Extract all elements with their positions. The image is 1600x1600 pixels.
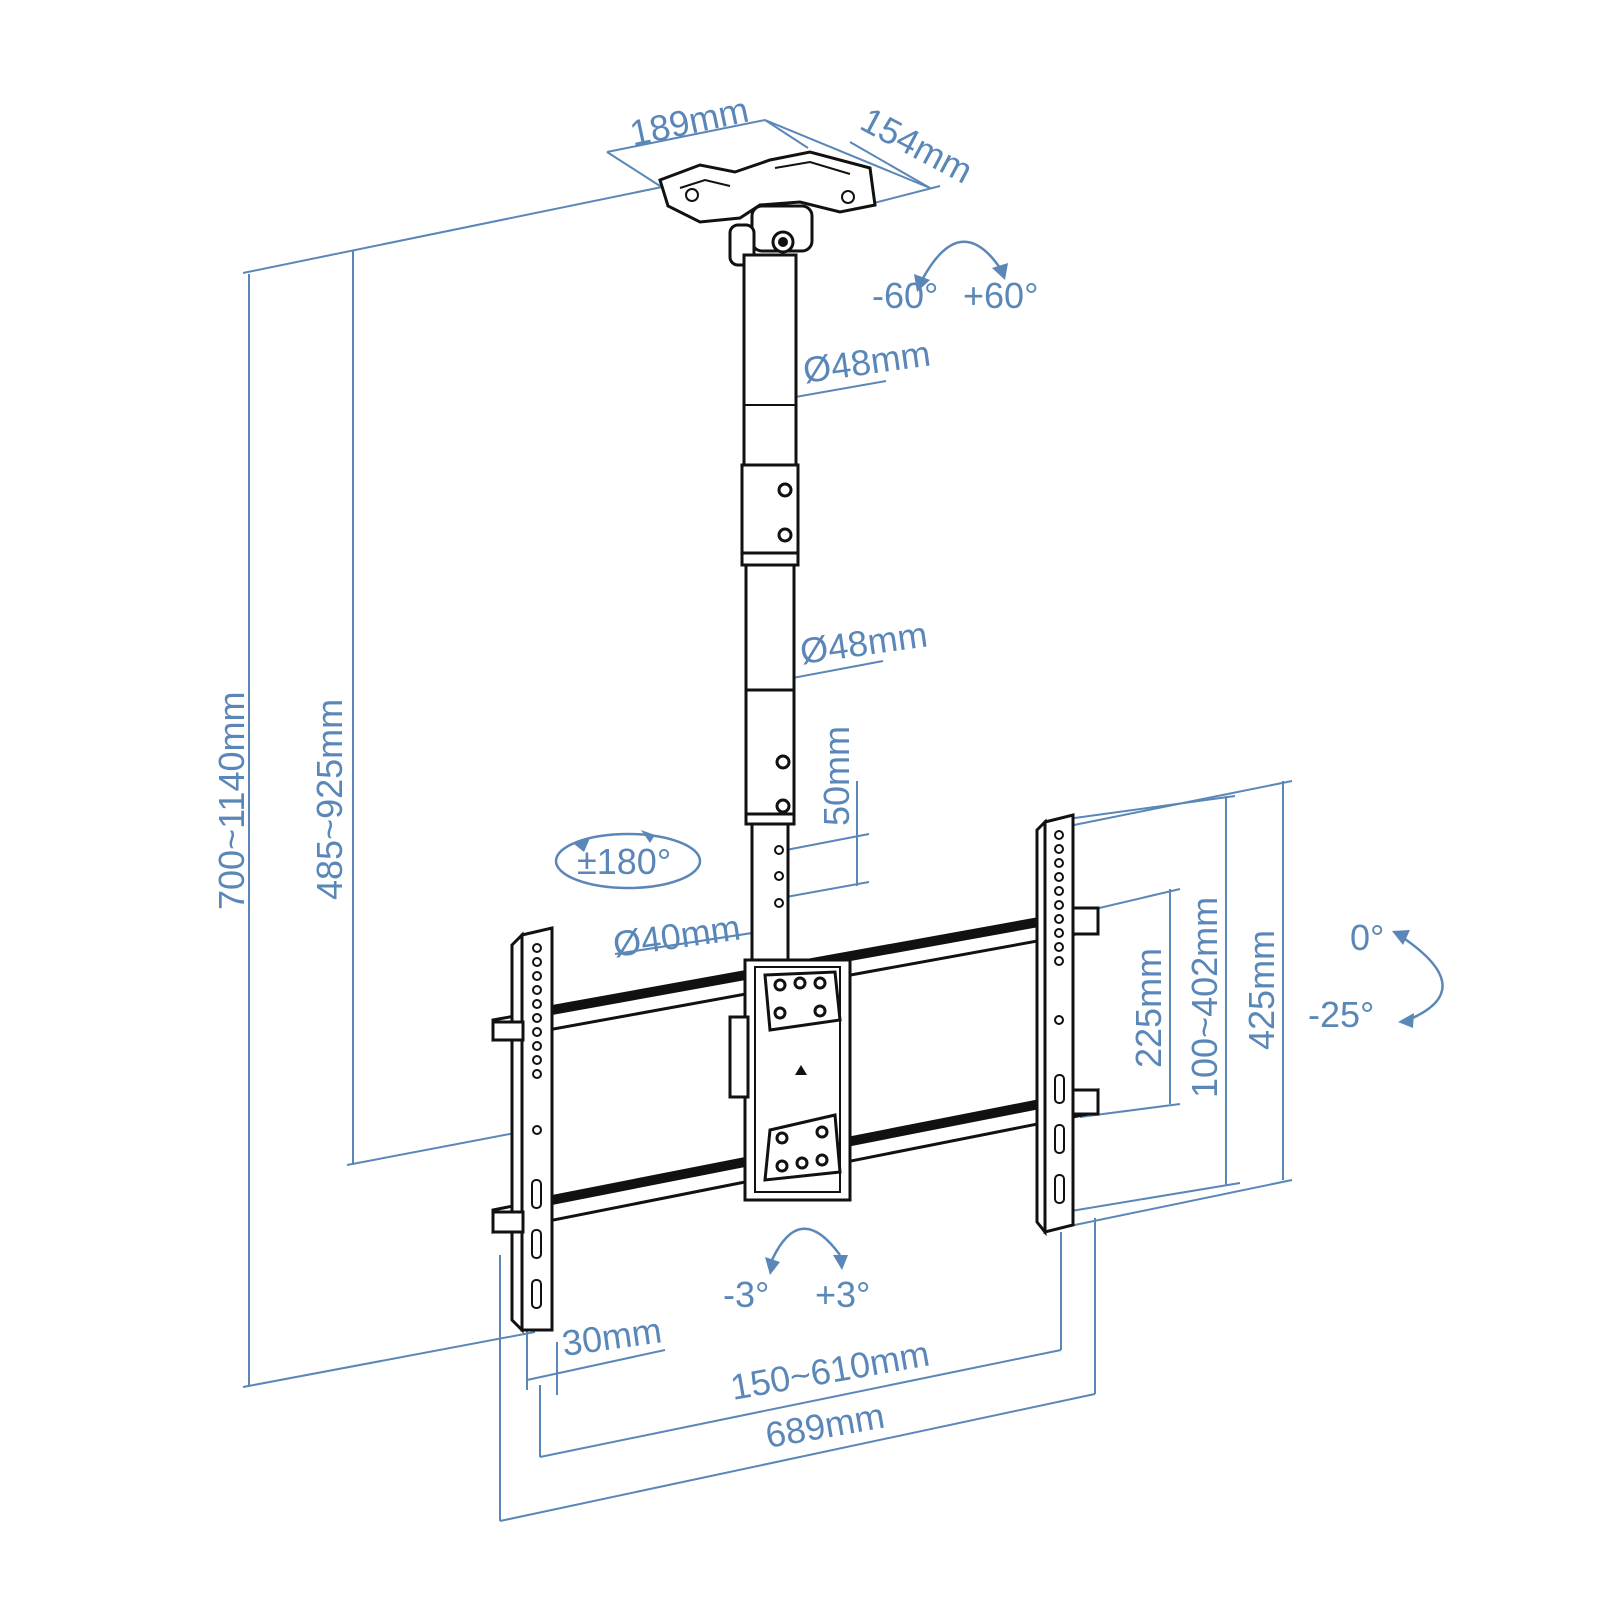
right-arm-holes bbox=[1054, 830, 1065, 1204]
label-bracket-height: 425mm bbox=[1241, 930, 1282, 1050]
label-tilt-top: 0° bbox=[1350, 917, 1384, 958]
rotation-arrows bbox=[554, 240, 1444, 1275]
label-plate-depth: 154mm bbox=[854, 99, 979, 192]
tv-bracket bbox=[491, 813, 1100, 1334]
dimension-labels: 189mm 154mm -60° +60° Ø48mm Ø48mm 50mm ±… bbox=[211, 89, 1384, 1456]
label-total-height: 700~1140mm bbox=[211, 692, 252, 910]
label-vesa-height-range: 100~402mm bbox=[1184, 897, 1225, 1098]
label-level-right: +3° bbox=[815, 1274, 870, 1315]
label-lower-pole-diameter: Ø40mm bbox=[610, 907, 742, 965]
label-rotation: ±180° bbox=[577, 841, 671, 882]
ceiling-plate bbox=[658, 150, 877, 267]
label-total-width: 689mm bbox=[762, 1395, 887, 1456]
label-upper-pole-diameter: Ø48mm bbox=[800, 333, 932, 391]
label-tilt-bottom: -25° bbox=[1308, 994, 1374, 1035]
label-vesa-height-inner: 225mm bbox=[1128, 948, 1169, 1068]
label-arm-width: 30mm bbox=[559, 1309, 664, 1364]
pole-assembly bbox=[740, 253, 800, 972]
label-hole-spacing: 50mm bbox=[816, 726, 857, 826]
label-plate-width: 189mm bbox=[626, 89, 752, 154]
label-pole-height: 485~925mm bbox=[309, 699, 350, 900]
label-swivel-left: -60° bbox=[872, 275, 938, 316]
label-swivel-right: +60° bbox=[963, 275, 1038, 316]
label-level-left: -3° bbox=[723, 1274, 769, 1315]
label-middle-pole-diameter: Ø48mm bbox=[797, 614, 929, 672]
left-arm-holes bbox=[531, 943, 542, 1309]
